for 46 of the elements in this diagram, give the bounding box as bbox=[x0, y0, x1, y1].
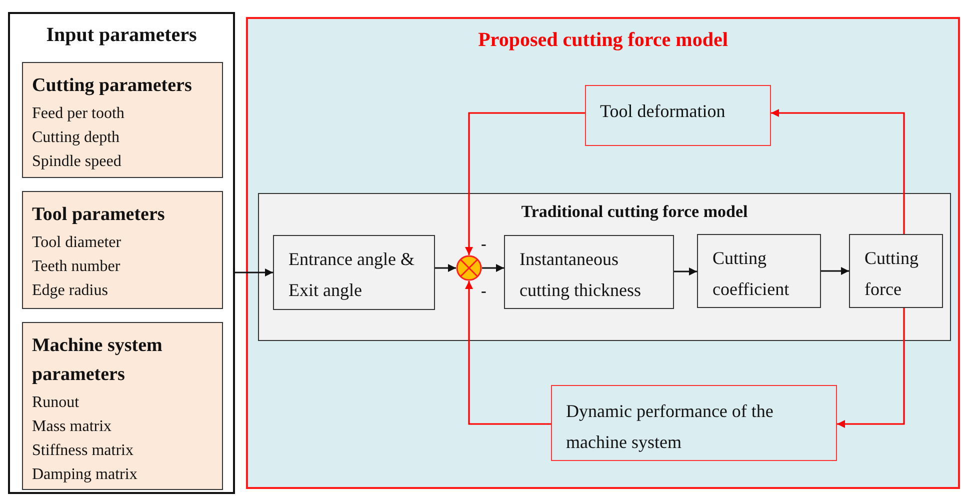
group-heading: Tool parameters bbox=[32, 203, 166, 227]
minus-sign: - bbox=[481, 236, 486, 254]
input-panel bbox=[8, 12, 235, 494]
arrow bbox=[235, 268, 273, 276]
arrow bbox=[435, 264, 456, 272]
group-title: Traditional cutting force model bbox=[520, 202, 749, 222]
parameter-text: Teeth number bbox=[32, 257, 122, 277]
parameter-text: Spindle speed bbox=[32, 152, 122, 172]
summing-junction bbox=[456, 254, 482, 280]
parameter-text: Cutting depth bbox=[32, 128, 121, 148]
arrow bbox=[821, 267, 849, 275]
parameter-text: Stiffness matrix bbox=[32, 441, 134, 461]
process-box bbox=[848, 234, 942, 308]
feedback-box bbox=[551, 385, 837, 461]
parameter-text: Damping matrix bbox=[32, 465, 138, 485]
box-text: Cutting force bbox=[864, 246, 920, 300]
arrow bbox=[465, 112, 585, 255]
minus-sign: - bbox=[481, 283, 486, 301]
process-box bbox=[272, 234, 434, 310]
group-heading: Cutting parameters bbox=[32, 74, 193, 98]
parameter-text: Runout bbox=[32, 393, 80, 413]
model-group-box bbox=[258, 193, 951, 341]
panel-title: Input parameters bbox=[45, 24, 198, 47]
arrow bbox=[771, 109, 905, 234]
feedback-box bbox=[585, 85, 771, 146]
parameter-text: Feed per tooth bbox=[32, 104, 126, 124]
box-text: Entrance angle & Exit angle bbox=[288, 248, 416, 302]
box-text: Cutting coefficient bbox=[712, 246, 790, 300]
arrow bbox=[837, 308, 905, 428]
parameter-box bbox=[22, 191, 223, 309]
arrow bbox=[674, 268, 697, 276]
box-text: Instantaneous cutting thickness bbox=[520, 248, 642, 302]
process-box bbox=[696, 234, 820, 308]
parameter-text: Tool diameter bbox=[32, 233, 122, 253]
parameter-text: Mass matrix bbox=[32, 417, 113, 437]
parameter-text: Edge radius bbox=[32, 281, 109, 301]
model-panel bbox=[246, 17, 960, 489]
parameter-box bbox=[22, 62, 223, 178]
arrow bbox=[465, 281, 551, 425]
group-heading: Machine system parameters bbox=[32, 334, 164, 387]
process-box bbox=[504, 234, 674, 308]
panel-title: Proposed cutting force model bbox=[477, 29, 729, 52]
box-text: Tool deformation bbox=[600, 100, 726, 123]
box-text: Dynamic performance of the machine system bbox=[566, 400, 774, 454]
parameter-box bbox=[22, 322, 223, 490]
arrow bbox=[482, 264, 504, 272]
